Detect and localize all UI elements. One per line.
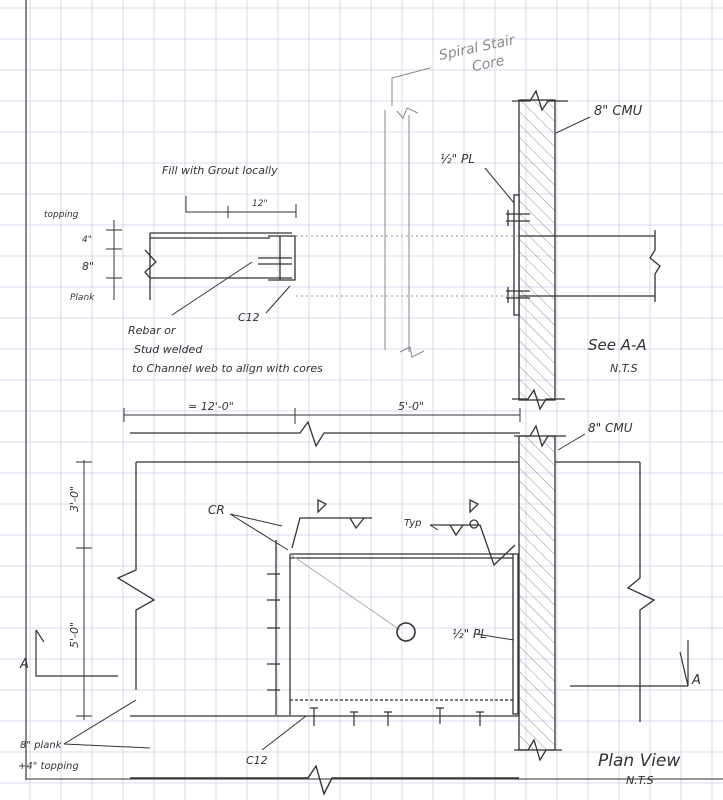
section-mark-left-letter: A	[19, 657, 29, 672]
plan-plate	[512, 553, 519, 715]
section-mark-right	[570, 640, 689, 687]
rebar-leader	[171, 261, 253, 316]
plan-dim-left: ≃ 12'-0"	[188, 400, 234, 413]
plan-top-dim	[123, 408, 521, 424]
plan-opening-top	[290, 553, 515, 559]
plan-plate-label: ½" PL	[452, 627, 487, 641]
section-wall-break-top	[512, 89, 568, 112]
cr-leader	[229, 513, 289, 551]
weld-symbol-left	[291, 498, 372, 549]
plan-text: ≃ 12'-0" 5'-0" 8" CMU 3'-0" 5'-0" CR Typ…	[18, 400, 701, 787]
cr-label: CR	[208, 503, 225, 517]
plan-slab-left-break	[116, 462, 156, 690]
section-c12-label: C12	[238, 311, 260, 324]
plan-scale: N.T.S	[626, 774, 654, 787]
section-plate-label: ½" PL	[440, 152, 475, 166]
section-view	[106, 67, 661, 411]
spiral-core-bottom	[399, 346, 425, 358]
plan-studs-bottom	[310, 707, 484, 726]
section-plate	[513, 194, 520, 316]
section-left-dims	[106, 220, 122, 300]
section-mark-right-letter: A	[691, 673, 701, 688]
plan-plate-leader	[475, 633, 515, 641]
plan-dim-5ft: 5'-0"	[68, 622, 81, 648]
spiral-core-left-edge	[384, 110, 410, 352]
plan-c12-leader	[261, 715, 307, 751]
see-label: See A-A	[588, 336, 647, 354]
plan-cmu-leader	[557, 433, 586, 451]
plan-bottom-break	[130, 764, 519, 796]
plan-dim-right: 5'-0"	[398, 400, 424, 413]
section-cmu-label: 8" CMU	[594, 104, 643, 119]
c12-leader	[265, 285, 291, 314]
spiral-core-top	[396, 107, 419, 119]
spiral-core-line	[296, 235, 519, 297]
section-bolt-top	[506, 210, 530, 226]
section-bolt-bottom	[506, 287, 530, 303]
section-stud	[258, 257, 292, 265]
plate-leader-section	[484, 167, 515, 204]
spiral-note-leader	[391, 67, 431, 106]
stair-post	[396, 622, 416, 642]
plan-dim-3ft: 3'-0"	[68, 486, 81, 512]
grout-note: Fill with Grout locally	[162, 164, 278, 177]
section-cmu-wall	[518, 99, 556, 401]
dim-4: 4"	[82, 235, 92, 245]
plan-wall-break-bottom	[514, 738, 562, 762]
typ-label: Typ	[404, 518, 422, 529]
section-text: Spiral Stair Core 8" CMU ½" PL Fill with…	[44, 32, 647, 375]
dim-8: 8"	[82, 260, 94, 273]
topping-label: topping	[44, 210, 79, 220]
section-wall-break-bottom	[512, 388, 565, 411]
rebar-note: Rebar or Stud welded to Channel web to a…	[128, 324, 323, 375]
plank-leader	[63, 699, 151, 749]
section-beam-break-right	[649, 230, 661, 302]
cmu-leader-section	[555, 116, 591, 134]
plank-note: 8" plank +4" topping	[18, 740, 79, 772]
plan-title: Plan View	[598, 751, 680, 771]
plan-studs-left	[267, 573, 280, 691]
weld-all-around	[469, 519, 479, 529]
typ-leader	[429, 524, 439, 531]
plan-slab-right-break	[626, 462, 656, 722]
see-scale: N.T.S	[610, 362, 638, 375]
plan-opening-diag	[289, 553, 401, 631]
plan-c12-label: C12	[246, 754, 268, 767]
plan-top-edge	[130, 420, 520, 448]
plank-label: Plank	[70, 293, 95, 303]
grout-dim-line	[185, 196, 297, 218]
section-mark-left	[35, 629, 118, 677]
plan-cmu-wall	[518, 435, 556, 751]
plan-view	[35, 408, 689, 796]
section-plank	[144, 232, 292, 300]
plan-cmu-label: 8" CMU	[588, 421, 633, 435]
weld-symbol-right	[430, 498, 516, 567]
plan-wall-break-top	[514, 424, 566, 448]
section-beam-right	[519, 235, 655, 297]
grout-dim: 12"	[252, 199, 268, 209]
plan-left-dims	[76, 460, 92, 720]
